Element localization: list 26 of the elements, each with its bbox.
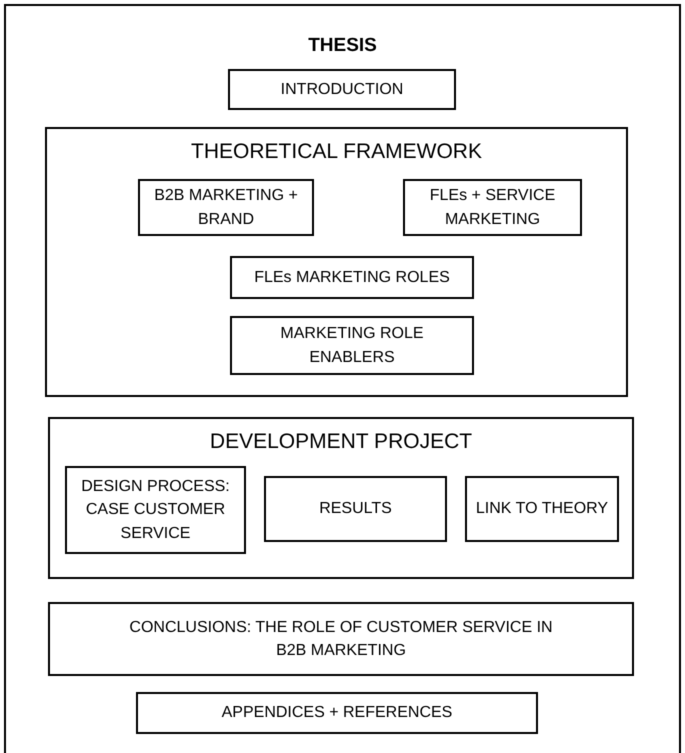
- box-label: MARKETING ROLE ENABLERS: [279, 324, 425, 368]
- box-label: FLEs + SERVICE MARKETING: [428, 186, 556, 230]
- section-box: [48, 417, 634, 579]
- box-label: FLEs MARKETING ROLES: [253, 268, 451, 288]
- content-box: [230, 256, 474, 299]
- box-label: B2B MARKETING + BRAND: [153, 186, 299, 230]
- content-box: [138, 179, 314, 236]
- content-box: [403, 179, 582, 236]
- content-box: [65, 466, 246, 554]
- box-label: RESULTS: [318, 499, 393, 520]
- content-box: [465, 476, 619, 542]
- content-box: [48, 602, 634, 676]
- content-box: [230, 316, 474, 375]
- section-box: [45, 127, 628, 397]
- content-box: [264, 476, 447, 542]
- box-label: APPENDICES + REFERENCES: [220, 703, 454, 724]
- box-label: CONCLUSIONS: THE ROLE OF CUSTOMER SERVICE IN B2B MARKETING: [128, 618, 554, 661]
- section-heading: DEVELOPMENT PROJECT: [208, 429, 474, 455]
- content-box: [228, 69, 456, 110]
- section-box: [4, 4, 681, 753]
- box-label: LINK TO THEORY: [474, 499, 610, 520]
- box-label: INTRODUCTION: [280, 80, 404, 100]
- section-heading: THEORETICAL FRAMEWORK: [190, 139, 483, 165]
- box-label: DESIGN PROCESS: CASE CUSTOMER SERVICE: [80, 477, 231, 544]
- content-box: [136, 692, 538, 734]
- section-heading: THESIS: [307, 34, 378, 58]
